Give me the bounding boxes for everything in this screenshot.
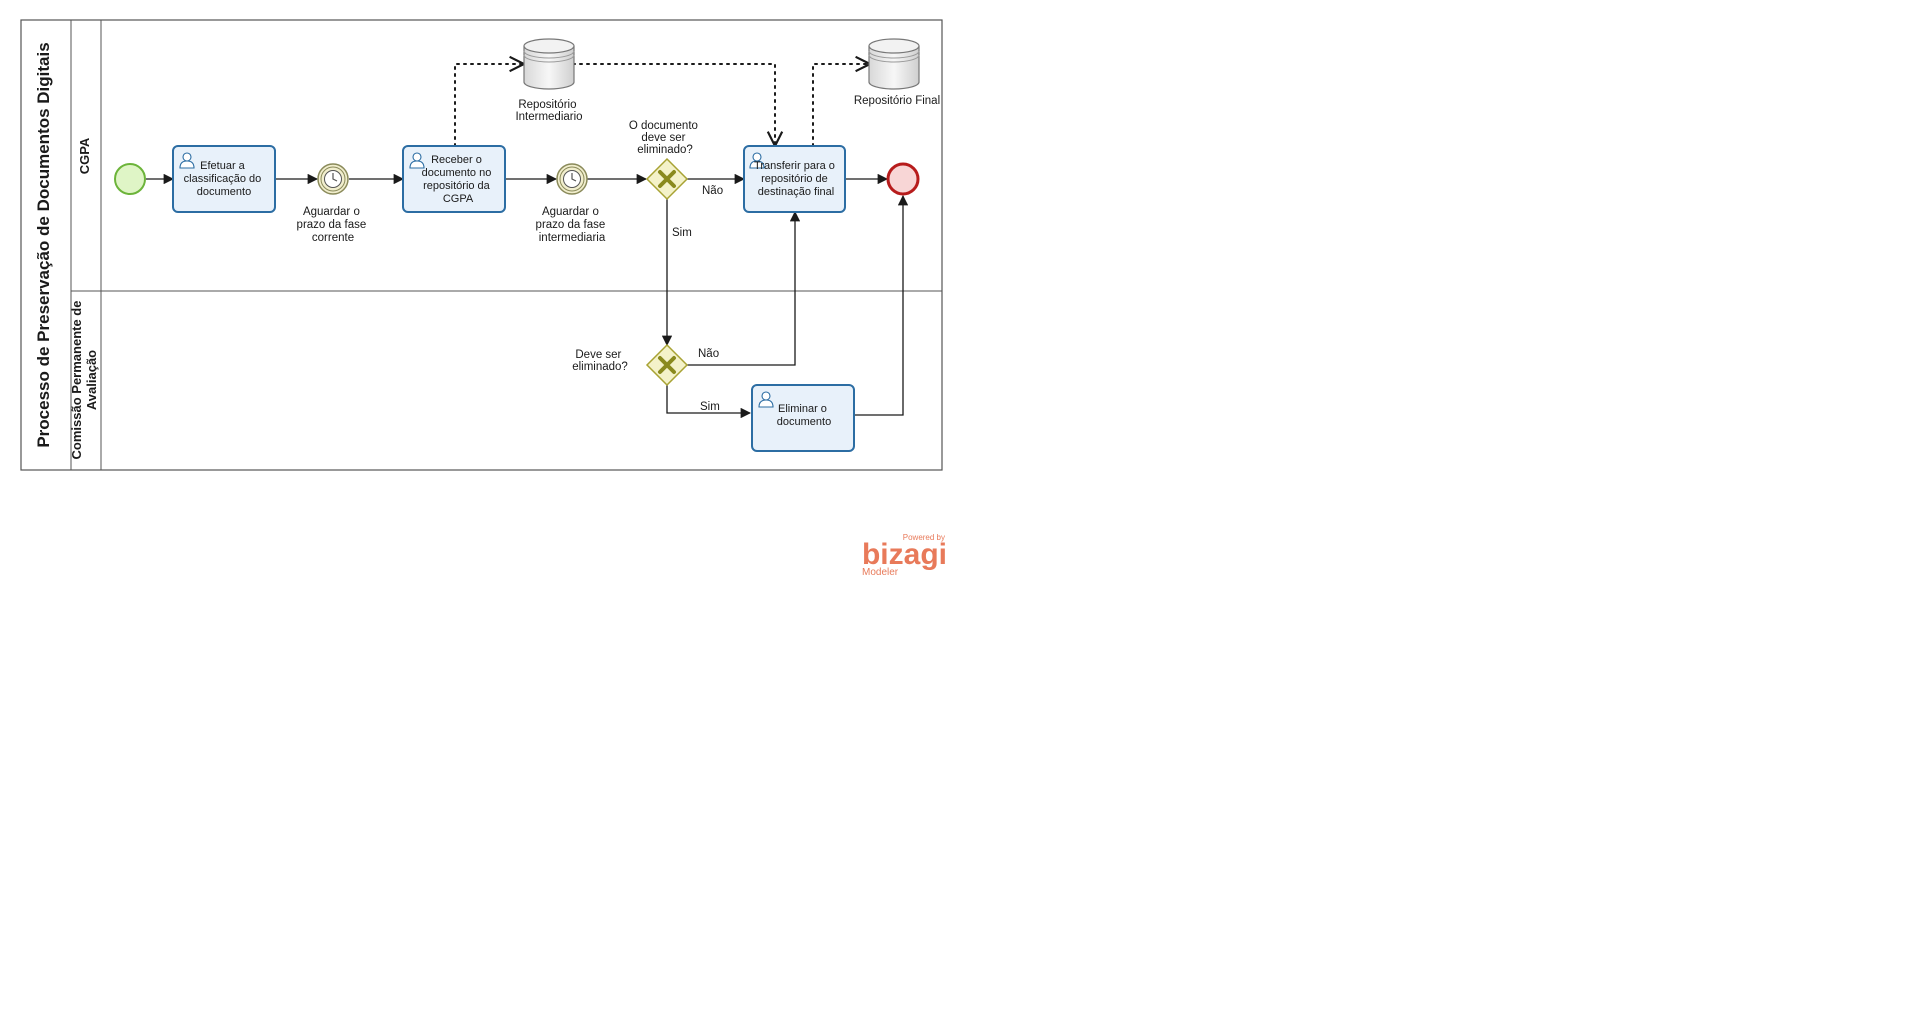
task-label-line: Transferir para o xyxy=(754,160,835,172)
task-label-line: CGPA xyxy=(443,193,474,205)
data-associations xyxy=(454,63,870,147)
task-transferir-repositorio[interactable]: Transferir para o repositório de destina… xyxy=(743,145,846,213)
task-label: Eliminar o documento xyxy=(777,403,831,428)
datastore-label: Repositório Final xyxy=(854,95,940,107)
gateway-label: O documento deve ser eliminado? xyxy=(629,120,701,156)
timer-label-line: prazo da fase xyxy=(297,219,367,231)
pool-title: Processo de Preservação de Documentos Di… xyxy=(34,42,53,447)
flow-label-g1-sim: Sim xyxy=(672,227,692,239)
timer-label-line: intermediaria xyxy=(539,232,606,244)
task-label: Receber o documento no repositório da CG… xyxy=(422,154,495,205)
user-icon xyxy=(749,152,765,169)
watermark-brand: bizagi xyxy=(862,538,947,571)
flow-label-g2-sim: Sim xyxy=(700,401,720,413)
task-efetuar-classificacao[interactable]: Efetuar a classificação do documento xyxy=(172,145,276,213)
exclusive-x-icon xyxy=(658,170,676,188)
gateway-label-line: O documento xyxy=(629,120,698,132)
timer-label: Aguardar o prazo da fase intermediaria xyxy=(536,206,609,244)
datastore-repositorio-final[interactable]: Repositório Final xyxy=(854,38,940,107)
task-label: Transferir para o repositório de destina… xyxy=(754,160,838,198)
task-label-line: repositório da xyxy=(423,180,491,192)
flow-gateway2-nao-to-transferir xyxy=(687,210,801,366)
gateway-deve-ser-eliminado[interactable]: Deve ser eliminado? xyxy=(572,343,689,387)
task-eliminar-documento[interactable]: Eliminar o documento xyxy=(751,384,855,452)
user-icon xyxy=(409,152,425,169)
clock-icon xyxy=(563,170,581,188)
task-label-line: documento xyxy=(777,416,831,428)
gateway-label-line: eliminado? xyxy=(572,361,628,373)
task-label-line: Eliminar o xyxy=(778,403,827,415)
task-label-line: documento no xyxy=(422,167,492,179)
user-icon xyxy=(758,391,774,408)
datastore-label: Repositório Intermediario xyxy=(515,99,582,123)
lane-title-comissao-line2: Avaliação xyxy=(84,350,99,410)
task-label-line: Receber o xyxy=(431,154,482,166)
association-repositorio-intermediario-to-transferir xyxy=(572,63,775,146)
association-transferir-to-repositorio-final xyxy=(812,64,870,147)
task-receber-documento[interactable]: Receber o documento no repositório da CG… xyxy=(402,145,506,213)
lane-title-comissao-line1: Comissão Permanente de xyxy=(69,301,84,460)
flow-label-g2-nao: Não xyxy=(698,348,719,360)
timer-event-fase-corrente[interactable]: Aguardar o prazo da fase corrente xyxy=(297,163,370,244)
association-receber-to-repositorio-intermediario xyxy=(454,64,524,147)
datastore-label-line: Repositório xyxy=(518,99,576,111)
gateway-label-line: deve ser xyxy=(641,132,685,144)
task-label-line: repositório de xyxy=(761,173,828,185)
task-label-line: documento xyxy=(197,186,251,198)
timer-label-line: prazo da fase xyxy=(536,219,606,231)
watermark-product: Modeler xyxy=(862,567,899,578)
datastore-repositorio-intermediario[interactable]: Repositório Intermediario xyxy=(515,38,583,123)
user-icon xyxy=(179,152,195,169)
timer-event-fase-intermediaria[interactable]: Aguardar o prazo da fase intermediaria xyxy=(536,163,609,244)
timer-label-line: Aguardar o xyxy=(542,206,599,218)
datastore-label-line: Intermediario xyxy=(515,111,582,123)
gateway-label: Deve ser eliminado? xyxy=(572,349,628,373)
lane-title-cgpa: CGPA xyxy=(77,137,92,174)
task-label-line: Efetuar a xyxy=(200,160,246,172)
bizagi-watermark: Powered by bizagi Modeler xyxy=(862,533,947,578)
datastore-label-line: Repositório Final xyxy=(854,95,940,107)
gateway-label-line: Deve ser xyxy=(575,349,621,361)
gateway-label-line: eliminado? xyxy=(637,144,693,156)
timer-label-line: Aguardar o xyxy=(303,206,360,218)
sequence-flows xyxy=(146,173,909,419)
pool: Processo de Preservação de Documentos Di… xyxy=(20,19,943,471)
task-label-line: classificação do xyxy=(184,173,262,185)
clock-icon xyxy=(324,170,342,188)
flow-label-g1-nao: Não xyxy=(702,185,723,197)
flow-eliminar-to-end xyxy=(854,194,909,416)
start-event[interactable] xyxy=(114,163,146,195)
timer-label-line: corrente xyxy=(312,232,354,244)
watermark-powered: Powered by xyxy=(903,533,945,542)
end-event[interactable] xyxy=(886,162,920,196)
gateway-documento-eliminado[interactable]: O documento deve ser eliminado? xyxy=(629,120,701,201)
timer-label: Aguardar o prazo da fase corrente xyxy=(297,206,370,244)
flow-gateway2-sim-to-eliminar xyxy=(666,385,752,419)
task-label: Efetuar a classificação do documento xyxy=(184,160,265,198)
task-label-line: destinação final xyxy=(758,186,834,198)
exclusive-x-icon xyxy=(658,356,676,374)
